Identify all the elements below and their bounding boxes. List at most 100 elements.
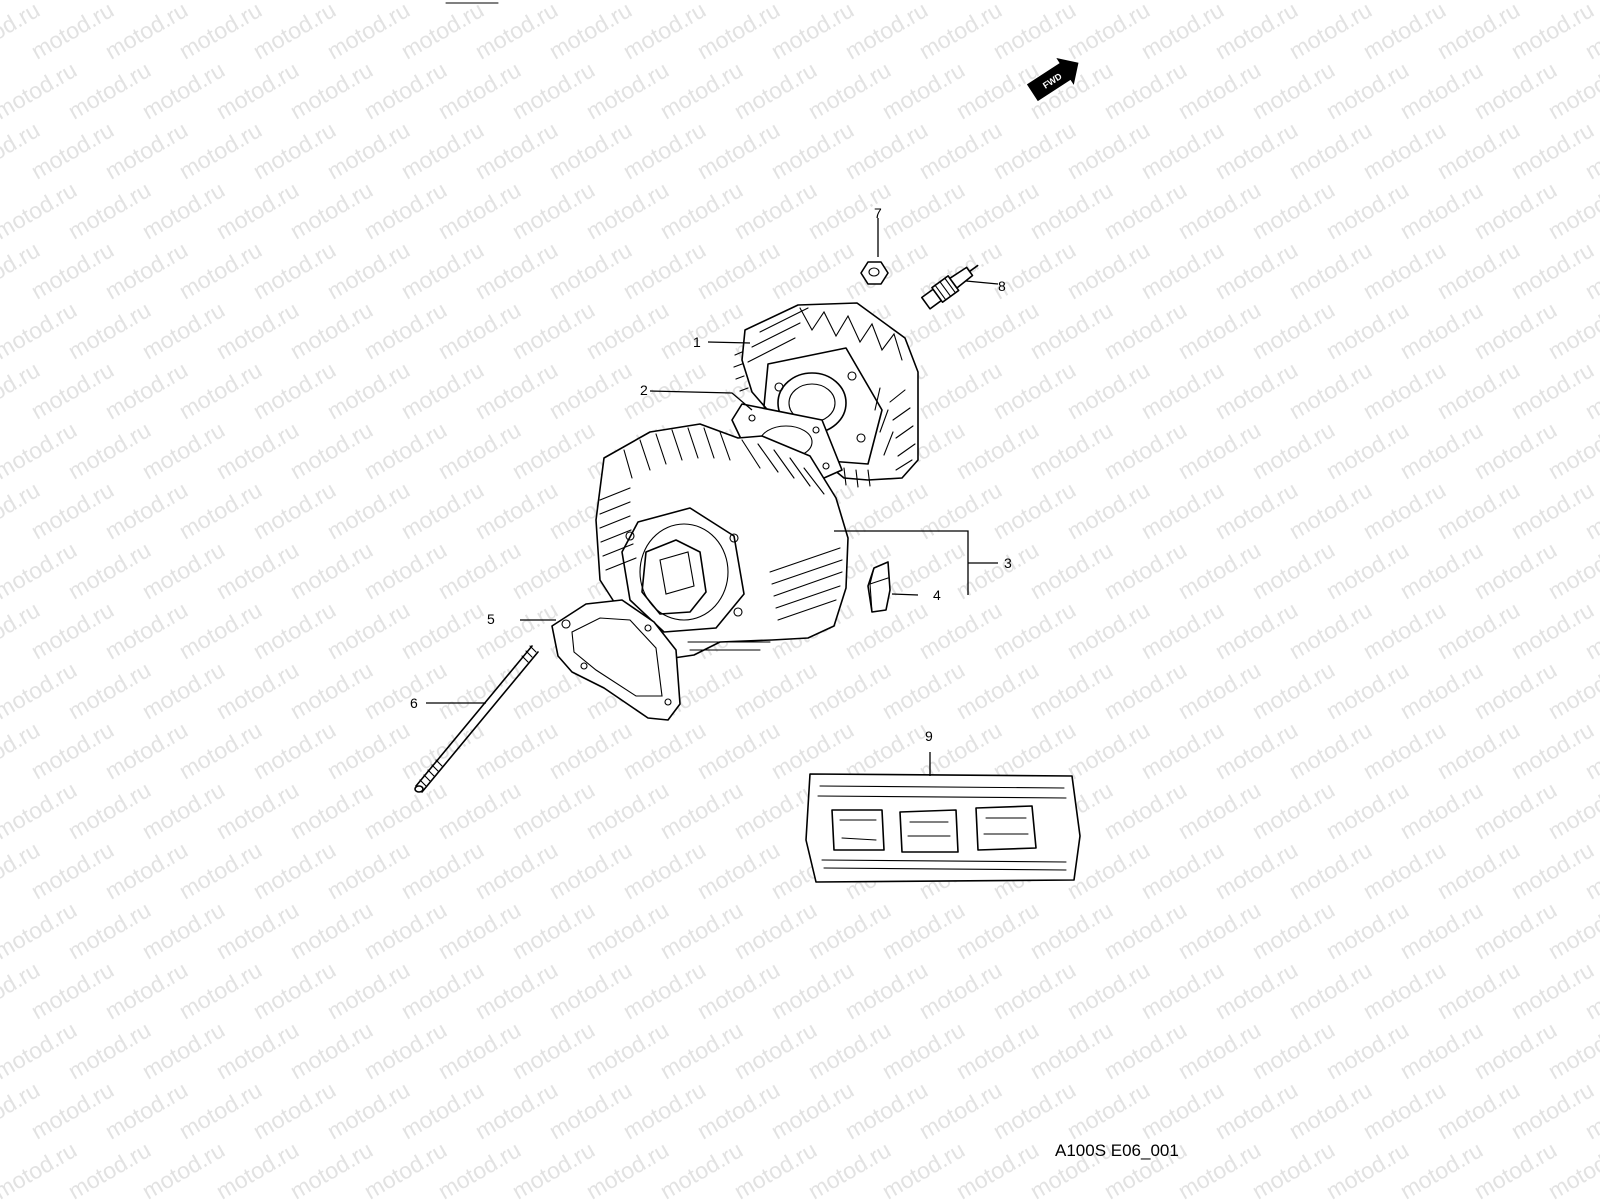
- watermark-text: motod.ru: [952, 1016, 1044, 1084]
- watermark-text: motod.ru: [1211, 1076, 1303, 1144]
- watermark-text: motod.ru: [27, 596, 119, 664]
- watermark-text: motod.ru: [1359, 236, 1451, 304]
- watermark-text: motod.ru: [434, 56, 526, 124]
- watermark-text: motod.ru: [212, 1016, 304, 1084]
- watermark-text: motod.ru: [1211, 236, 1303, 304]
- watermark-text: motod.ru: [175, 596, 267, 664]
- watermark-text: motod.ru: [27, 476, 119, 544]
- watermark-text: motod.ru: [175, 836, 267, 904]
- watermark-text: motod.ru: [656, 776, 748, 844]
- watermark-text: motod.ru: [249, 716, 341, 784]
- watermark-text: motod.ru: [212, 896, 304, 964]
- watermark-text: motod.ru: [1359, 0, 1451, 64]
- watermark-text: motod.ru: [1322, 416, 1414, 484]
- watermark-text: motod.ru: [508, 296, 600, 364]
- watermark-text: motod.ru: [841, 0, 933, 64]
- watermark-text: motod.ru: [1100, 1016, 1192, 1084]
- watermark-text: motod.ru: [27, 0, 119, 64]
- watermark-text: motod.ru: [1137, 956, 1229, 1024]
- watermark-text: motod.ru: [471, 596, 563, 664]
- watermark-text: motod.ru: [323, 1076, 415, 1144]
- watermark-text: motod.ru: [397, 116, 489, 184]
- watermark-text: motod.ru: [619, 356, 711, 424]
- watermark-text: motod.ru: [360, 656, 452, 724]
- watermark-text: motod.ru: [64, 1016, 156, 1084]
- watermark-text: motod.ru: [582, 56, 674, 124]
- watermark-text: motod.ru: [619, 1076, 711, 1144]
- watermark-text: motod.ru: [286, 896, 378, 964]
- watermark-text: motod.ru: [1507, 1076, 1599, 1144]
- watermark-text: motod.ru: [323, 716, 415, 784]
- watermark-text: motod.ru: [508, 176, 600, 244]
- callout-3: 3: [1004, 555, 1012, 571]
- watermark-text: motod.ru: [1433, 236, 1525, 304]
- watermark-text: motod.ru: [397, 836, 489, 904]
- watermark-text: motod.ru: [1248, 1016, 1340, 1084]
- watermark-text: motod.ru: [1248, 0, 1340, 4]
- watermark-text: motod.ru: [1470, 896, 1562, 964]
- watermark-text: motod.ru: [0, 296, 81, 364]
- watermark-text: motod.ru: [915, 1076, 1007, 1144]
- watermark-text: motod.ru: [1211, 716, 1303, 784]
- watermark-text: motod.ru: [323, 476, 415, 544]
- watermark-text: motod.ru: [1433, 476, 1525, 544]
- watermark-text: motod.ru: [1507, 356, 1599, 424]
- watermark-text: motod.ru: [582, 1016, 674, 1084]
- watermark-text: motod.ru: [434, 776, 526, 844]
- watermark-text: motod.ru: [27, 236, 119, 304]
- watermark-text: motod.ru: [619, 236, 711, 304]
- watermark-text: motod.ru: [1470, 176, 1562, 244]
- callout-7: 7: [874, 205, 882, 221]
- watermark-text: motod.ru: [508, 896, 600, 964]
- nut: [860, 261, 889, 285]
- watermark-text: motod.ru: [1433, 116, 1525, 184]
- watermark-text: motod.ru: [989, 236, 1081, 304]
- watermark-text: motod.ru: [101, 1076, 193, 1144]
- watermark-text: motod.ru: [64, 896, 156, 964]
- watermark-text: motod.ru: [27, 116, 119, 184]
- watermark-text: motod.ru: [1174, 1016, 1266, 1084]
- watermark-text: motod.ru: [1211, 116, 1303, 184]
- watermark-text: motod.ru: [1396, 0, 1488, 4]
- watermark-text: motod.ru: [471, 0, 563, 64]
- callouts: 7 8 1 2 3 4 5 6 9: [410, 205, 1012, 744]
- watermark-text: motod.ru: [989, 1076, 1081, 1144]
- watermark-text: motod.ru: [101, 356, 193, 424]
- watermark-text: motod.ru: [249, 0, 341, 64]
- watermark-text: motod.ru: [508, 416, 600, 484]
- watermark-text: motod.ru: [1174, 0, 1266, 4]
- callout-5: 5: [487, 611, 495, 627]
- callout-6: 6: [410, 695, 418, 711]
- watermark-text: motod.ru: [138, 896, 230, 964]
- watermark-text: motod.ru: [1322, 0, 1414, 4]
- watermark-text: motod.ru: [175, 1076, 267, 1144]
- watermark-text: motod.ru: [434, 0, 526, 4]
- watermark-text: motod.ru: [989, 476, 1081, 544]
- watermark-text: motod.ru: [175, 236, 267, 304]
- watermark-text: motod.ru: [841, 476, 933, 544]
- watermark-text: motod.ru: [138, 776, 230, 844]
- watermark-text: motod.ru: [841, 956, 933, 1024]
- watermark-text: motod.ru: [1174, 416, 1266, 484]
- watermark-text: motod.ru: [1396, 896, 1488, 964]
- watermark-text: motod.ru: [1211, 476, 1303, 544]
- watermark-text: motod.ru: [804, 1016, 896, 1084]
- watermark-text: motod.ru: [1433, 1076, 1525, 1144]
- watermark-text: motod.ru: [1174, 656, 1266, 724]
- watermark-text: motod.ru: [1063, 0, 1155, 64]
- watermark-text: motod.ru: [545, 1076, 637, 1144]
- watermark-text: motod.ru: [878, 536, 970, 604]
- watermark-text: motod.ru: [582, 176, 674, 244]
- watermark-text: motod.ru: [64, 296, 156, 364]
- watermark-text: motod.ru: [582, 896, 674, 964]
- watermark-text: motod.ru: [286, 296, 378, 364]
- watermark-text: motod.ru: [323, 956, 415, 1024]
- watermark-text: motod.ru: [1396, 656, 1488, 724]
- drawing-code: A100S E06_001: [1055, 1141, 1179, 1160]
- spark-plug: [920, 264, 979, 310]
- watermark-text: motod.ru: [989, 596, 1081, 664]
- watermark-text: motod.ru: [1507, 956, 1599, 1024]
- watermark-text: motod.ru: [101, 236, 193, 304]
- watermark-text: motod.ru: [360, 56, 452, 124]
- watermark-text: motod.ru: [360, 0, 452, 4]
